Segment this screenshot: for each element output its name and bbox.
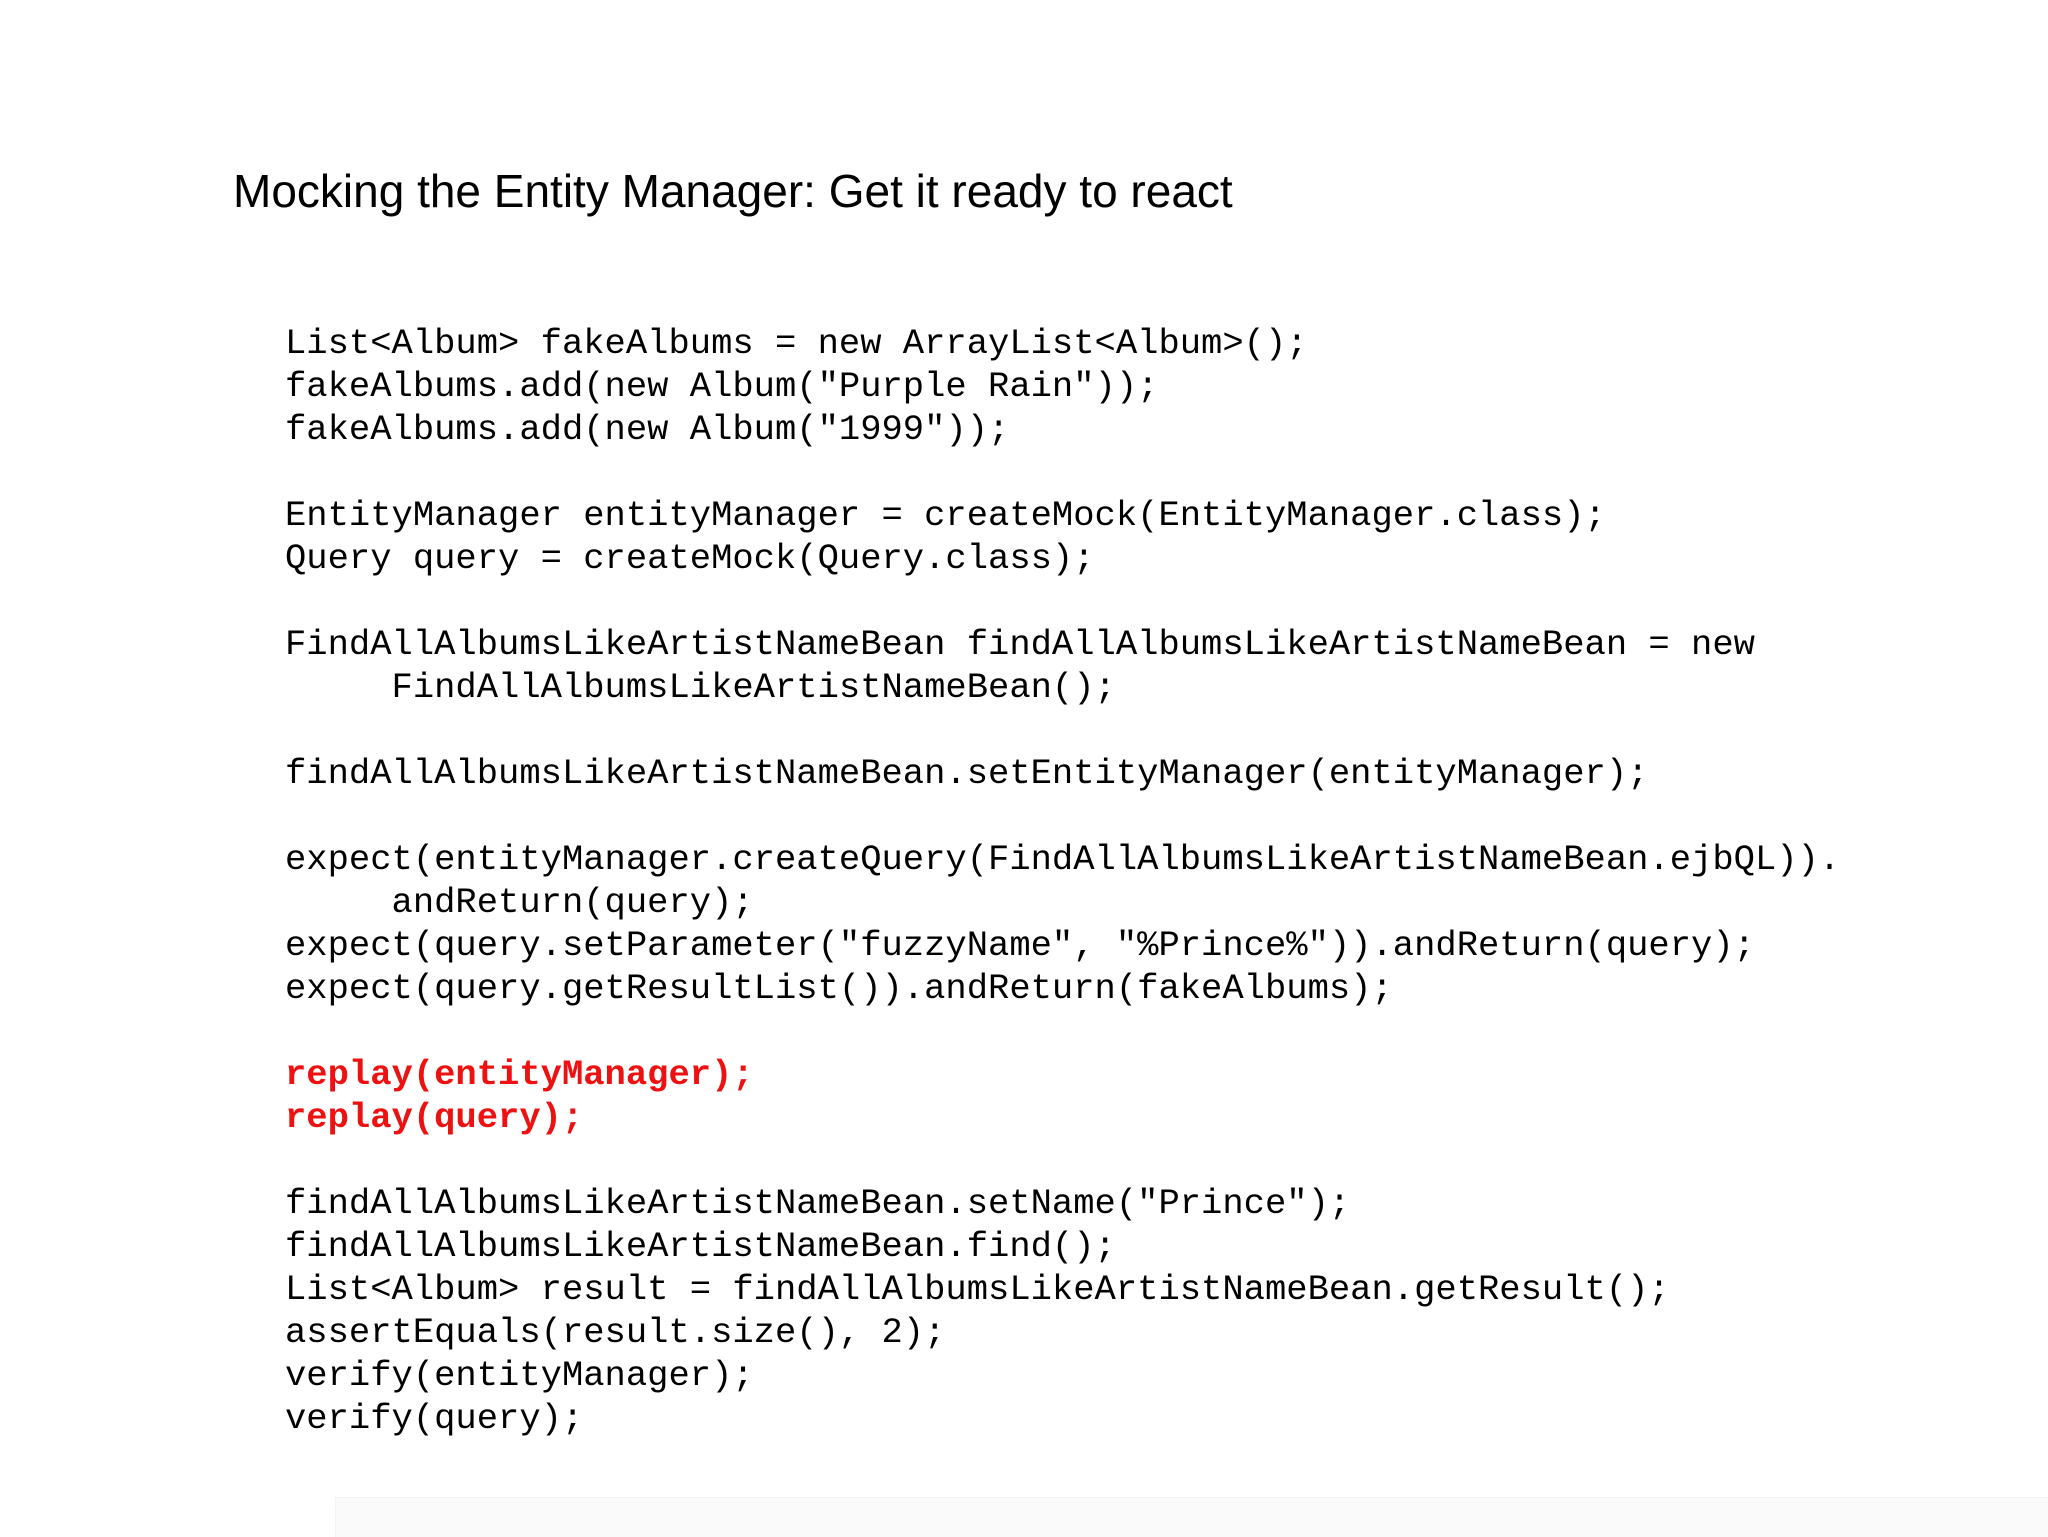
code-line-highlighted: replay(query); bbox=[285, 1097, 584, 1138]
code-line bbox=[285, 451, 1840, 494]
code-line: andReturn(query); bbox=[285, 882, 754, 923]
code-line: expect(query.getResultList()).andReturn(… bbox=[285, 968, 1393, 1009]
code-line: EntityManager entityManager = createMock… bbox=[285, 495, 1606, 536]
code-block: List<Album> fakeAlbums = new ArrayList<A… bbox=[285, 322, 1840, 1440]
code-line: List<Album> result = findAllAlbumsLikeAr… bbox=[285, 1269, 1670, 1310]
code-line: fakeAlbums.add(new Album("1999")); bbox=[285, 409, 1010, 450]
code-line bbox=[285, 1139, 1840, 1182]
code-line: Query query = createMock(Query.class); bbox=[285, 538, 1095, 579]
code-line: expect(query.setParameter("fuzzyName", "… bbox=[285, 925, 1755, 966]
code-line bbox=[285, 1010, 1840, 1053]
code-line: verify(query); bbox=[285, 1398, 584, 1439]
code-line-highlighted: replay(entityManager); bbox=[285, 1054, 754, 1095]
code-line: FindAllAlbumsLikeArtistNameBean(); bbox=[285, 667, 1116, 708]
code-line bbox=[285, 580, 1840, 623]
code-line: findAllAlbumsLikeArtistNameBean.setName(… bbox=[285, 1183, 1351, 1224]
code-line: findAllAlbumsLikeArtistNameBean.setEntit… bbox=[285, 753, 1649, 794]
code-line bbox=[285, 709, 1840, 752]
code-line: fakeAlbums.add(new Album("Purple Rain"))… bbox=[285, 366, 1159, 407]
code-line: expect(entityManager.createQuery(FindAll… bbox=[285, 839, 1841, 880]
page-edge-shade bbox=[335, 1497, 2048, 1537]
slide-title: Mocking the Entity Manager: Get it ready… bbox=[233, 165, 1233, 217]
code-line: FindAllAlbumsLikeArtistNameBean findAllA… bbox=[285, 624, 1755, 665]
code-line bbox=[285, 795, 1840, 838]
code-line: verify(entityManager); bbox=[285, 1355, 754, 1396]
code-line: findAllAlbumsLikeArtistNameBean.find(); bbox=[285, 1226, 1116, 1267]
code-line: assertEquals(result.size(), 2); bbox=[285, 1312, 946, 1353]
code-line: List<Album> fakeAlbums = new ArrayList<A… bbox=[285, 323, 1308, 364]
